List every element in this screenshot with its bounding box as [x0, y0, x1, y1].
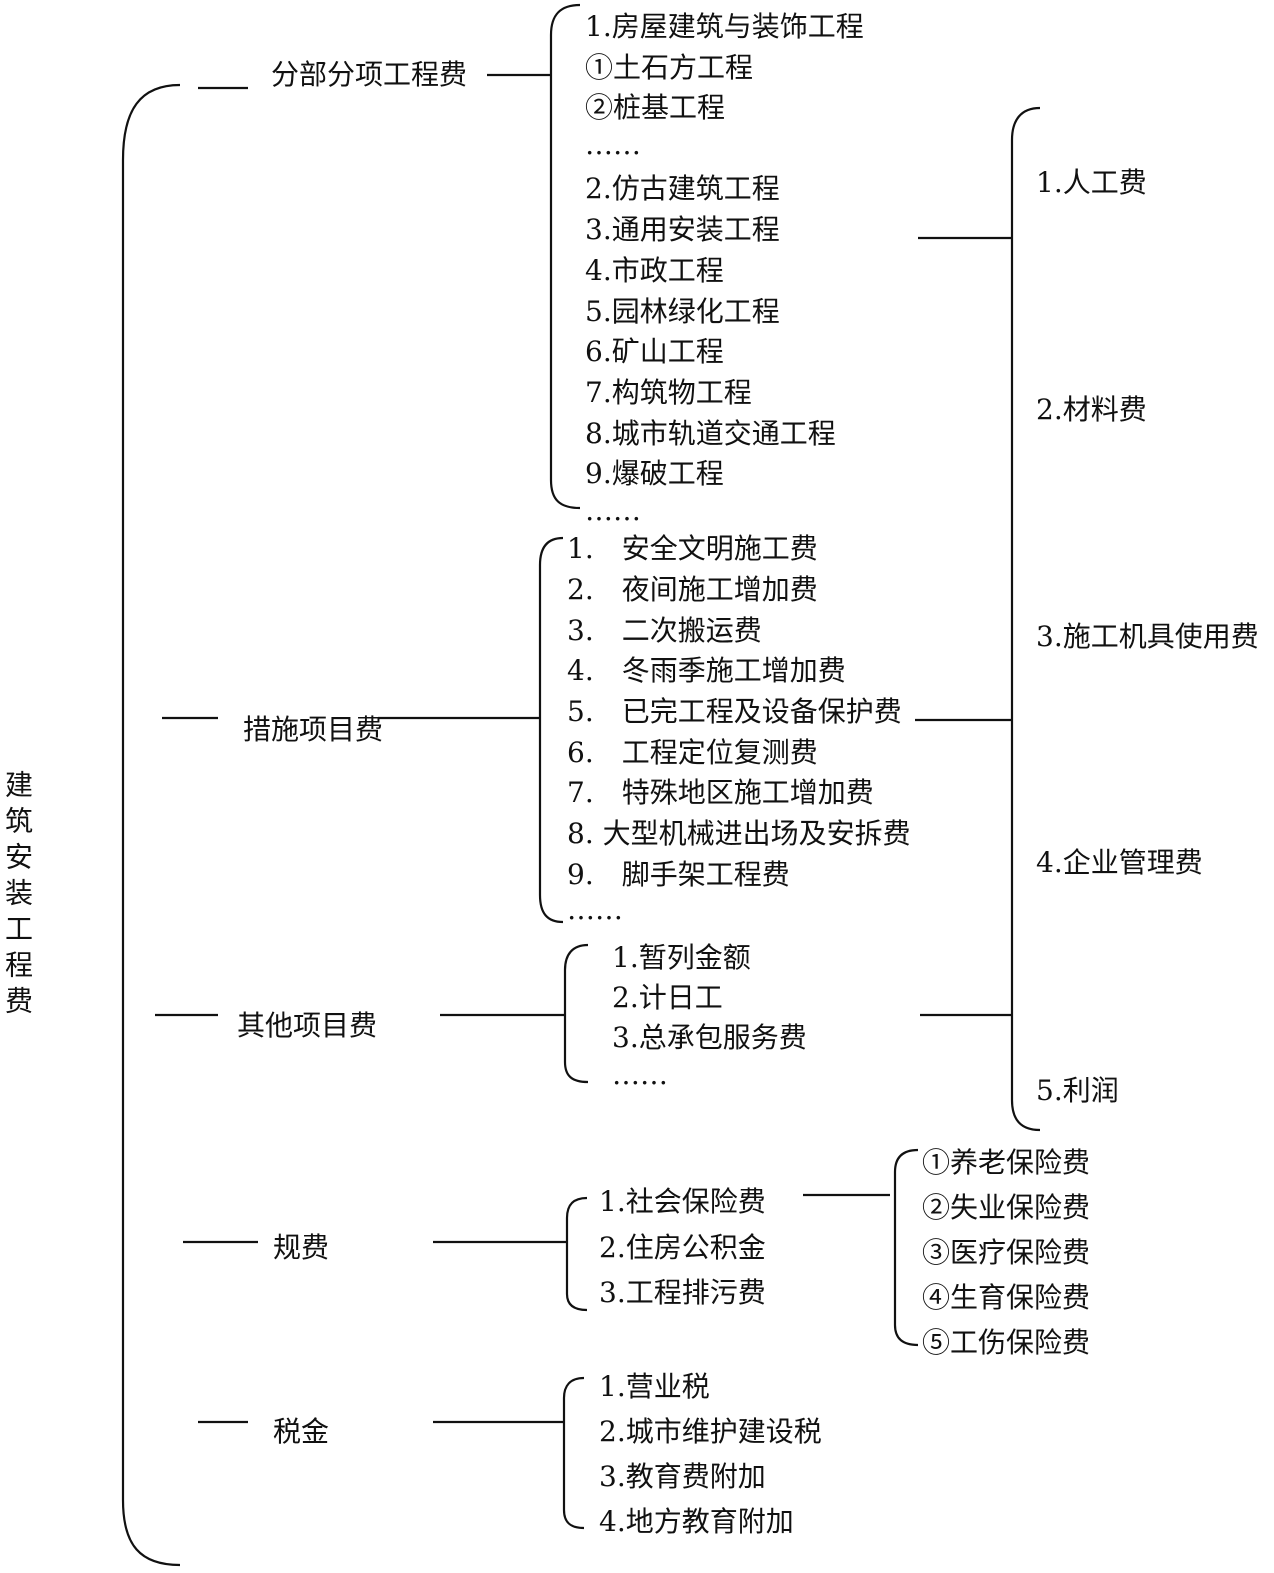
qita-item: …… [612, 1058, 668, 1091]
cuoshi-item: 2. 夜间施工增加费 [567, 573, 818, 606]
fenbu-item: 5.园林绿化工程 [585, 295, 780, 328]
guifei-bracket [565, 1196, 588, 1312]
cost-component: 2.材料费 [1036, 393, 1147, 426]
insurance-item: ④生育保险费 [922, 1281, 1091, 1314]
cuoshi-bracket [538, 536, 564, 924]
insurance-item: ②失业保险费 [922, 1191, 1091, 1224]
cuoshi-item: 7. 特殊地区施工增加费 [567, 776, 874, 809]
fenbu-item: 2.仿古建筑工程 [585, 172, 780, 205]
root-bracket [121, 83, 181, 1567]
insurance-item: ③医疗保险费 [922, 1236, 1091, 1269]
category-fenbu: 分部分项工程费 [271, 58, 468, 91]
cuoshi-item: …… [567, 893, 623, 926]
shuijin-item: 2.城市维护建设税 [599, 1415, 822, 1448]
fenbu-item: …… [585, 494, 641, 527]
qita-item: 2.计日工 [612, 981, 723, 1014]
root-label: 建筑安装工程费 [1, 770, 34, 1022]
insurance-item: ⑤工伤保险费 [922, 1326, 1091, 1359]
cuoshi-item: 8. 大型机械进出场及安拆费 [567, 817, 911, 850]
cuoshi-item: 6. 工程定位复测费 [567, 736, 818, 769]
guifei-item: 1.社会保险费 [599, 1185, 766, 1218]
guifei-item: 3.工程排污费 [599, 1276, 766, 1309]
category-shuijin: 税金 [273, 1415, 330, 1448]
cost-bracket [1010, 106, 1041, 1132]
cuoshi-item: 3. 二次搬运费 [567, 614, 762, 647]
insurance-item: ①养老保险费 [922, 1146, 1091, 1179]
cost-component: 1.人工费 [1036, 166, 1147, 199]
qita-bracket [563, 943, 589, 1084]
fenbu-item: 8.城市轨道交通工程 [585, 417, 836, 450]
fenbu-item: 3.通用安装工程 [585, 213, 780, 246]
fenbu-item: 4.市政工程 [585, 254, 724, 287]
fenbu-item: …… [585, 128, 641, 161]
cuoshi-item: 1. 安全文明施工费 [567, 532, 818, 565]
cuoshi-item: 4. 冬雨季施工增加费 [567, 654, 846, 687]
fenbu-item: ①土石方工程 [585, 51, 754, 84]
cuoshi-item: 9. 脚手架工程费 [567, 858, 790, 891]
shuijin-item: 4.地方教育附加 [599, 1505, 794, 1538]
cost-component: 3.施工机具使用费 [1036, 620, 1259, 653]
shuijin-item: 3.教育费附加 [599, 1460, 766, 1493]
cost-component: 5.利润 [1036, 1074, 1119, 1107]
fenbu-item: 9.爆破工程 [585, 457, 724, 490]
category-qita: 其他项目费 [237, 1009, 378, 1042]
fenbu-item: 1.房屋建筑与装饰工程 [585, 10, 864, 43]
insurance-bracket [893, 1148, 919, 1347]
cuoshi-item: 5. 已完工程及设备保护费 [567, 695, 902, 728]
guifei-item: 2.住房公积金 [599, 1231, 766, 1264]
qita-item: 1.暂列金额 [612, 941, 751, 974]
shuijin-bracket [562, 1376, 585, 1530]
fenbu-bracket [549, 3, 581, 510]
qita-item: 3.总承包服务费 [612, 1021, 807, 1054]
cost-component: 4.企业管理费 [1036, 846, 1203, 879]
category-guifei: 规费 [273, 1231, 330, 1264]
fenbu-item: 7.构筑物工程 [585, 376, 752, 409]
fenbu-item: ②桩基工程 [585, 91, 726, 124]
category-cuoshi: 措施项目费 [243, 713, 384, 746]
shuijin-item: 1.营业税 [599, 1370, 710, 1403]
fenbu-item: 6.矿山工程 [585, 335, 724, 368]
